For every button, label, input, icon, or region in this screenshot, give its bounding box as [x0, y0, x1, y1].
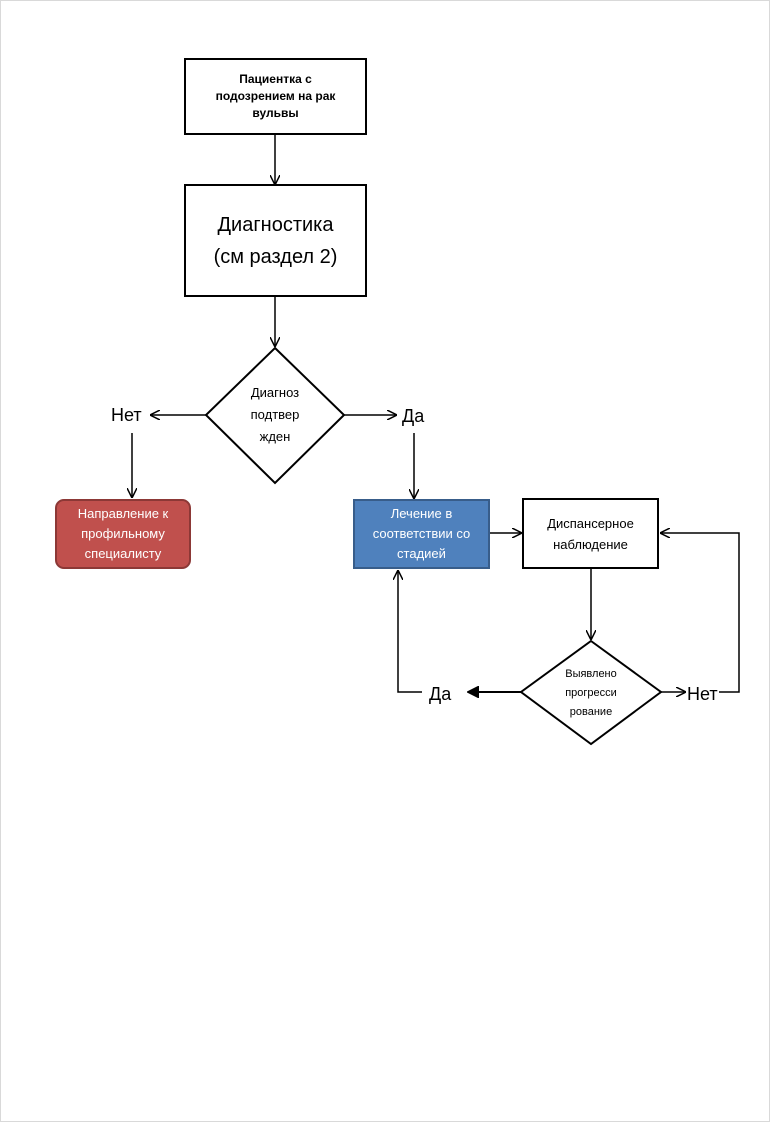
treatment-node: Лечение в соответствии со стадией: [353, 499, 490, 569]
decision-confirmed-text: Диагноз подтвер жден: [250, 385, 300, 444]
diagnostics-node: Диагностика (см раздел 2): [184, 184, 367, 297]
start-node-text: Пациентка с подозрением на рак вульвы: [215, 72, 336, 120]
decision-diamond-progression: [519, 639, 663, 746]
followup-node-text: Диспансерное наблюдение: [547, 515, 634, 552]
decision-diamond-confirmed: [204, 346, 346, 485]
referral-node-text: Направление к профильному специалисту: [77, 506, 169, 561]
start-node: Пациентка с подозрением на рак вульвы: [184, 58, 367, 135]
decision-progression-text: Выявлено прогресси рование: [565, 667, 617, 718]
loop-yes-to-treatment: [398, 571, 422, 693]
treatment-node-text: Лечение в соответствии со стадией: [372, 506, 471, 561]
loop-no-to-followup: [661, 533, 740, 693]
followup-node: Диспансерное наблюдение: [522, 498, 659, 569]
no-label-top: Нет: [111, 405, 142, 425]
referral-node: Направление к профильному специалисту: [55, 499, 191, 569]
yes-label-bottom: Да: [429, 684, 452, 704]
yes-label-top: Да: [402, 406, 425, 426]
no-label-bottom: Нет: [687, 684, 718, 704]
diagnostics-node-text: Диагностика (см раздел 2): [213, 213, 338, 268]
